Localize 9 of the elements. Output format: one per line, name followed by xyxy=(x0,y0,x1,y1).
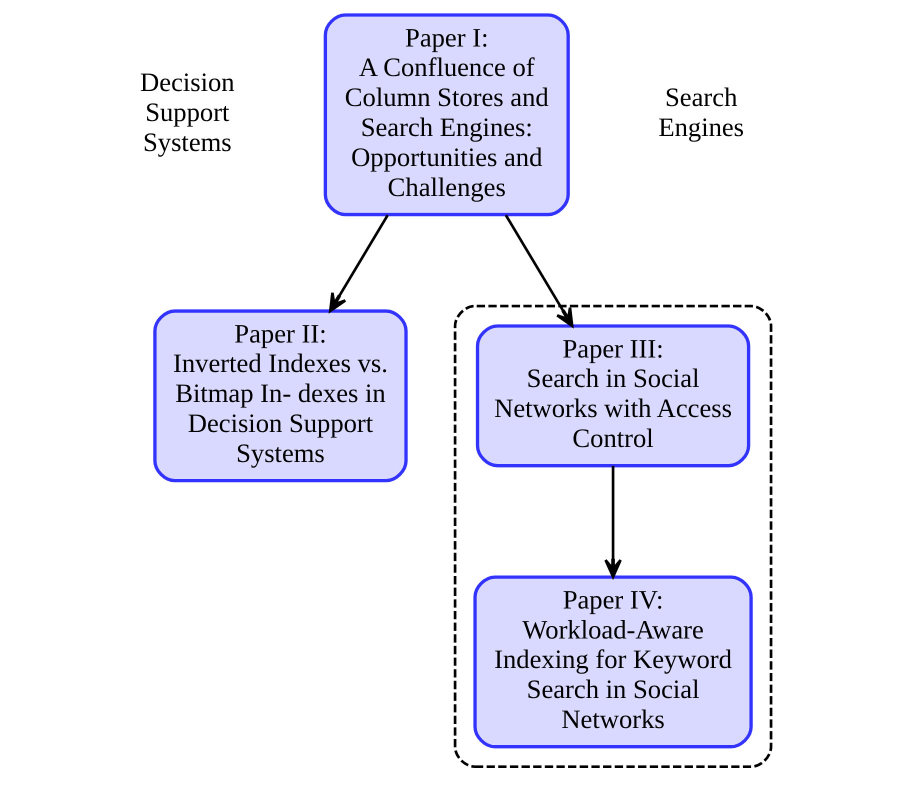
arrow xyxy=(604,466,622,578)
arrow xyxy=(504,214,573,328)
arrow xyxy=(328,214,388,312)
node-box: Paper I: A Confluence of Column Stores and Search Engines: Opportunities and Challenges xyxy=(323,13,570,216)
node-box: Paper III: Search in Social Networks with Access Control xyxy=(475,324,750,468)
label: Search Engines xyxy=(658,82,744,142)
label: Decision Support Systems xyxy=(140,67,234,158)
node-box: Paper II: Inverted Indexes vs. Bitmap In- dexes in Decision Support Systems xyxy=(152,309,408,482)
node-box: Paper IV: Workload-Aware Indexing for Keyword Search in Social Networks xyxy=(472,575,752,748)
